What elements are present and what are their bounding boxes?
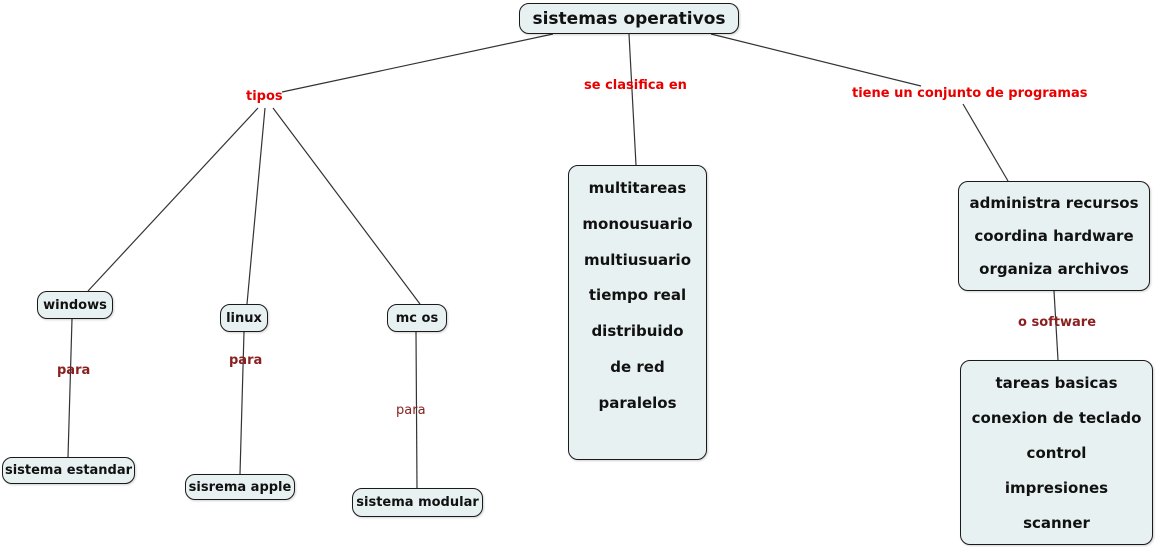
connector-line: [246, 107, 266, 305]
list-item: paralelos: [598, 393, 677, 412]
list-item: scanner: [1023, 513, 1090, 532]
connector-line: [281, 33, 554, 93]
edge-label-se-clasifica-en[interactable]: se clasifica en: [584, 78, 687, 93]
edge-label-para-mc-os[interactable]: para: [396, 403, 426, 418]
node-sistema-modular[interactable]: sistema modular: [352, 488, 483, 517]
list-item: conexion de teclado: [971, 408, 1142, 427]
connector-line: [87, 107, 259, 292]
edge-label-para-windows[interactable]: para: [57, 363, 91, 378]
list-item: control: [1026, 443, 1087, 462]
node-sisrema-apple[interactable]: sisrema apple: [185, 474, 295, 500]
list-item: distribuido: [591, 322, 684, 341]
connector-line: [272, 107, 421, 305]
node-clasificacion-list[interactable]: multitareas monousuario multiusuario tie…: [568, 165, 707, 460]
list-item: tareas basicas: [995, 373, 1118, 392]
connector-line: [415, 331, 418, 489]
list-item: organiza archivos: [979, 260, 1129, 279]
node-programas-list[interactable]: administra recursos coordina hardware or…: [958, 181, 1150, 291]
list-item: multitareas: [588, 178, 687, 197]
node-sistemas-operativos[interactable]: sistemas operativos: [519, 3, 739, 34]
connector-line: [67, 318, 73, 458]
connector-line: [710, 33, 922, 87]
edge-label-para-linux[interactable]: para: [229, 353, 263, 368]
node-linux[interactable]: linux: [220, 304, 268, 332]
edge-label-o-software[interactable]: o software: [1018, 315, 1097, 330]
list-item: impresiones: [1004, 478, 1109, 497]
edge-label-tiene-un-conjunto-de-programas[interactable]: tiene un conjunto de programas: [852, 86, 1088, 101]
connector-line: [1053, 290, 1059, 361]
node-sistema-estandar[interactable]: sistema estandar: [2, 457, 135, 484]
list-item: multiusuario: [583, 250, 691, 269]
node-software-tareas-list[interactable]: tareas basicas conexion de teclado contr…: [960, 360, 1153, 545]
list-item: tiempo real: [588, 286, 687, 305]
edge-label-tipos[interactable]: tipos: [246, 89, 283, 104]
list-item: administra recursos: [969, 193, 1139, 212]
node-windows[interactable]: windows: [37, 291, 113, 319]
connector-line: [962, 103, 1009, 182]
connector-line: [628, 33, 637, 166]
connector-line: [239, 331, 245, 475]
list-item: coordina hardware: [974, 226, 1134, 245]
list-item: monousuario: [582, 214, 693, 233]
list-item: de red: [610, 358, 665, 377]
node-mc-os[interactable]: mc os: [387, 304, 447, 332]
